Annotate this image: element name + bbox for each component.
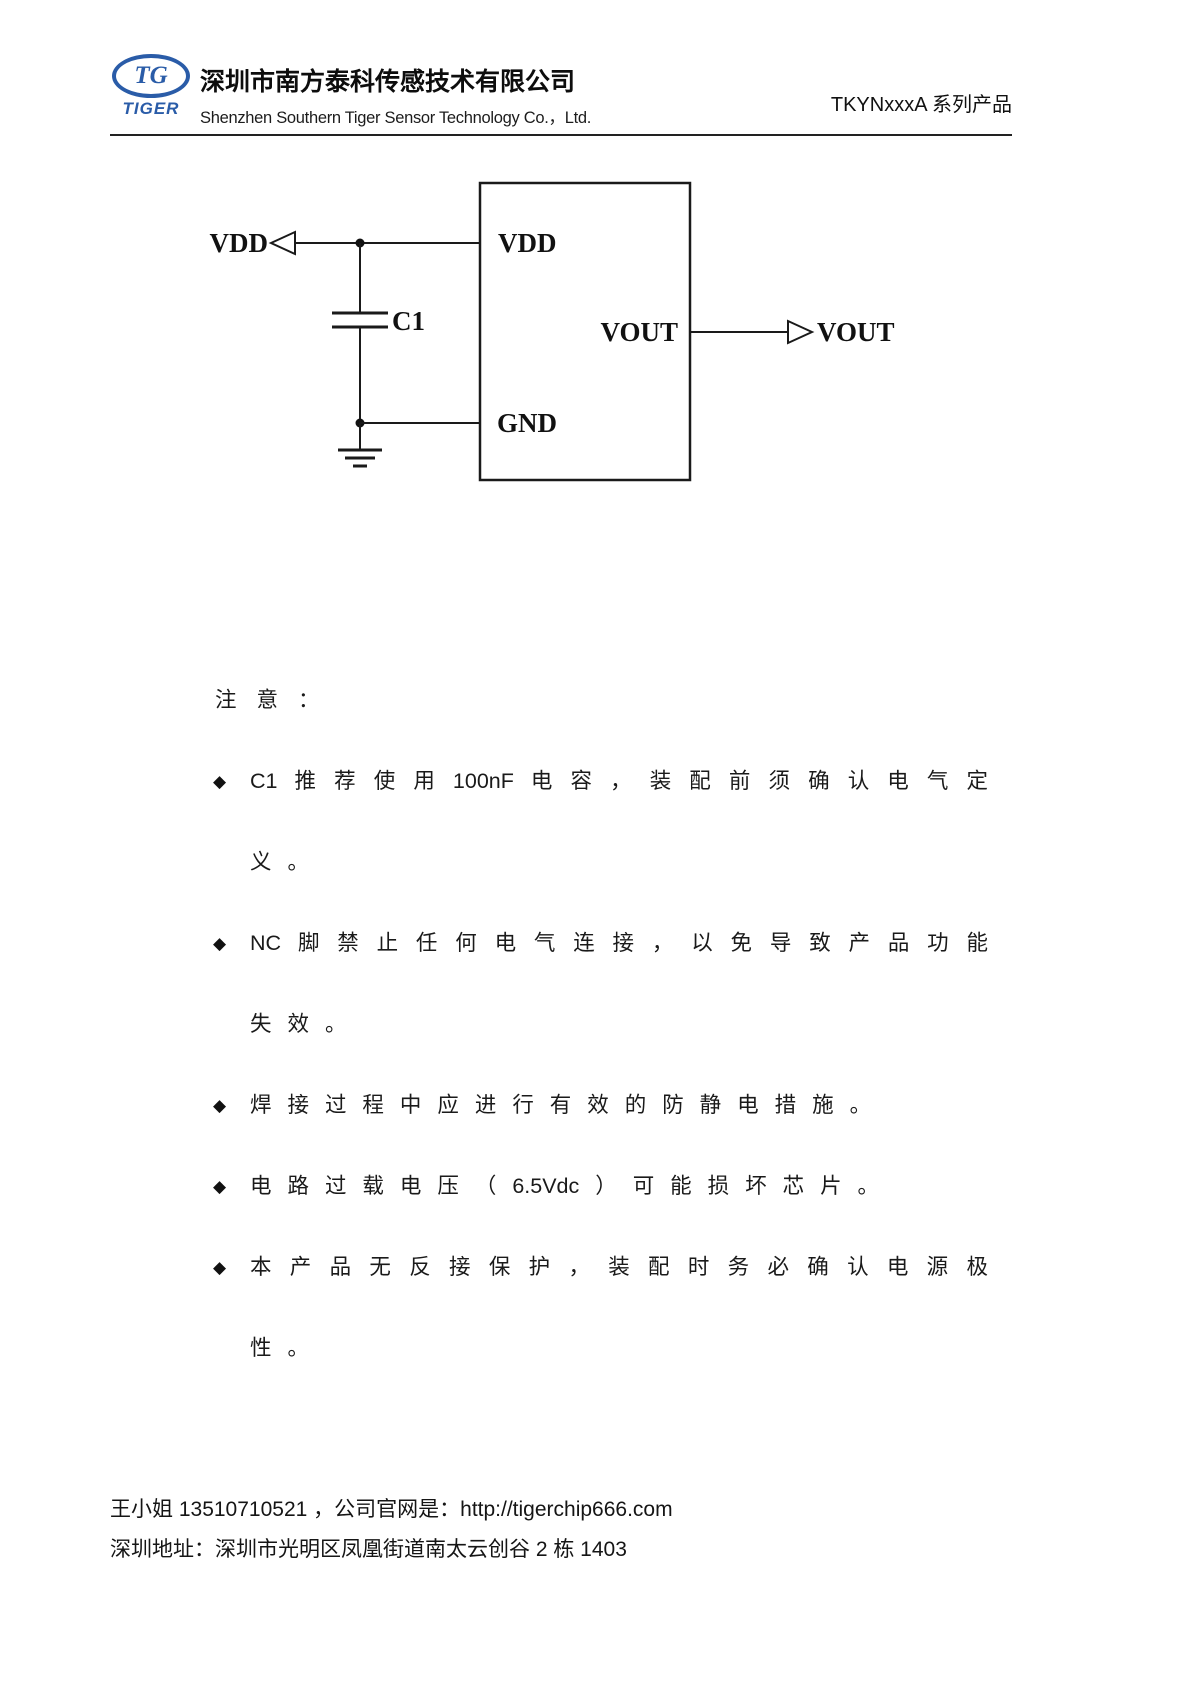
note-text: 性 。 — [250, 1336, 309, 1360]
note-text: 焊 接 过 程 中 应 进 行 有 效 的 防 静 电 措 施 。 — [250, 1093, 872, 1117]
note-line: 失 效 。 — [213, 984, 988, 1065]
note-line: ◆ C1 推 荐 使 用 100nF 电 容 ， 装 配 前 须 确 认 电 气… — [213, 741, 988, 822]
note-line: ◆ 电 路 过 载 电 压 （ 6.5Vdc ） 可 能 损 坏 芯 片 。 — [213, 1146, 988, 1227]
bullet-spacer — [213, 822, 250, 903]
company-logo: TG TIGER — [108, 54, 194, 119]
vout-output-arrow-icon — [787, 319, 815, 345]
bullet-diamond-icon: ◆ — [213, 1096, 227, 1115]
company-name-en: Shenzhen Southern Tiger Sensor Technolog… — [200, 109, 592, 127]
logo-brand-text: TIGER — [122, 99, 180, 118]
bullet-diamond-icon: ◆ — [213, 934, 227, 953]
bullet-diamond-icon: ◆ — [213, 1177, 227, 1196]
note-text: 电 路 过 载 电 压 （ 6.5Vdc ） 可 能 损 坏 芯 片 。 — [250, 1174, 880, 1198]
note-text: C1 推 荐 使 用 100nF 电 容 ， 装 配 前 须 确 认 电 气 定 — [250, 769, 988, 793]
note-text: 本 产 品 无 反 接 保 护 ， 装 配 时 务 必 确 认 电 源 极 — [250, 1255, 988, 1279]
footer-address-line: 深圳地址：深圳市光明区凤凰街道南太云创谷 2 栋 1403 — [110, 1538, 627, 1561]
external-vdd-label: VDD — [210, 228, 269, 258]
vdd-input-arrow-icon — [268, 230, 296, 256]
header-divider — [110, 134, 1012, 136]
capacitor-c1 — [332, 243, 388, 423]
note-line: ◆ NC 脚 禁 止 任 何 电 气 连 接 ， 以 免 导 致 产 品 功 能 — [213, 903, 988, 984]
note-text: 义 。 — [250, 850, 309, 874]
contact-info: 王小姐 13510710521 ，公司官网是： — [110, 1498, 461, 1521]
note-line: 性 。 — [213, 1308, 988, 1389]
bullet-diamond-icon: ◆ — [213, 1258, 227, 1277]
note-line: ◆ 焊 接 过 程 中 应 进 行 有 效 的 防 静 电 措 施 。 — [213, 1065, 988, 1146]
application-circuit-diagram: VDD VDD VOUT GND VOUT C1 — [210, 181, 894, 482]
note-line: ◆ 本 产 品 无 反 接 保 护 ， 装 配 时 务 必 确 认 电 源 极 — [213, 1227, 988, 1308]
bullet-spacer — [213, 984, 250, 1065]
product-series-label: TKYNxxxA 系列产品 — [830, 94, 1012, 116]
notes-title: 注 意 ： — [215, 688, 320, 712]
website-url[interactable]: http://tigerchip666.com — [460, 1498, 673, 1521]
note-text: NC 脚 禁 止 任 何 电 气 连 接 ， 以 免 导 致 产 品 功 能 — [250, 931, 988, 955]
pin-vdd-label: VDD — [498, 228, 557, 258]
external-vout-label: VOUT — [817, 317, 894, 347]
bullet-spacer — [213, 1308, 250, 1389]
pin-gnd-label: GND — [497, 408, 557, 438]
footer-contact-line: 王小姐 13510710521 ，公司官网是：http://tigerchip6… — [110, 1490, 673, 1530]
ground-symbol — [338, 423, 382, 468]
note-text: 失 效 。 — [250, 1012, 347, 1036]
note-line: 义 。 — [213, 822, 988, 903]
capacitor-label: C1 — [392, 306, 425, 336]
notes-section: 注 意 ： ◆ C1 推 荐 使 用 100nF 电 容 ， 装 配 前 须 确… — [213, 660, 988, 1389]
company-name-cn: 深圳市南方泰科传感技术有限公司 — [200, 68, 576, 96]
bullet-diamond-icon: ◆ — [213, 772, 227, 791]
page-footer: 王小姐 13510710521 ，公司官网是：http://tigerchip6… — [110, 1490, 673, 1570]
pin-vout-label: VOUT — [601, 317, 678, 347]
logo-tg-icon: TG — [112, 54, 190, 98]
ic-block — [478, 181, 692, 482]
